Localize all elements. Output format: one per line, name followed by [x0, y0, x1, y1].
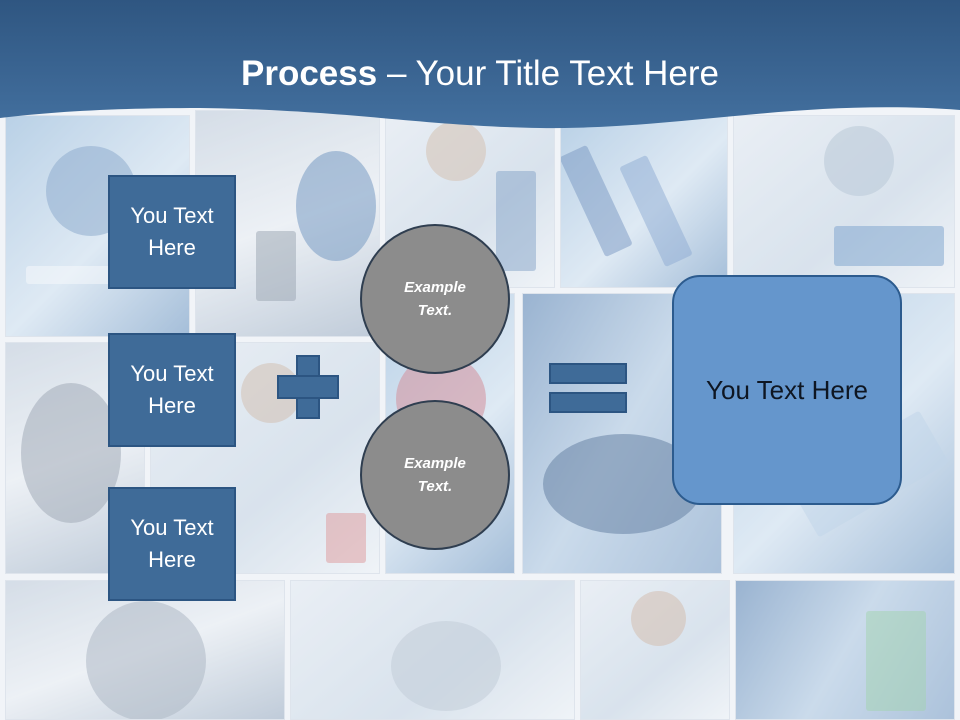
- text-box-3[interactable]: You Text Here: [108, 487, 236, 601]
- title-bold: Process: [241, 54, 378, 93]
- lab-photo: [5, 580, 285, 720]
- text-box-label: You Text Here: [130, 515, 214, 572]
- lab-photo: [580, 580, 730, 720]
- text-box-1[interactable]: You Text Here: [108, 175, 236, 289]
- text-box-2[interactable]: You Text Here: [108, 333, 236, 447]
- example-circle-2[interactable]: Example Text.: [360, 400, 510, 550]
- circle-label: Example Text.: [404, 279, 466, 319]
- result-label: You Text Here: [706, 374, 868, 405]
- slide-title: Process – Your Title Text Here: [0, 50, 960, 98]
- title-rest: – Your Title Text Here: [377, 54, 719, 93]
- lab-photo: [733, 115, 955, 288]
- circle-label: Example Text.: [404, 455, 466, 495]
- lab-photo: [290, 580, 575, 720]
- lab-photo: [560, 115, 728, 288]
- result-box[interactable]: You Text Here: [672, 275, 902, 505]
- example-circle-1[interactable]: Example Text.: [360, 224, 510, 374]
- lab-photo: [735, 580, 955, 720]
- text-box-label: You Text Here: [130, 361, 214, 418]
- text-box-label: You Text Here: [130, 203, 214, 260]
- header-banner: [0, 0, 960, 129]
